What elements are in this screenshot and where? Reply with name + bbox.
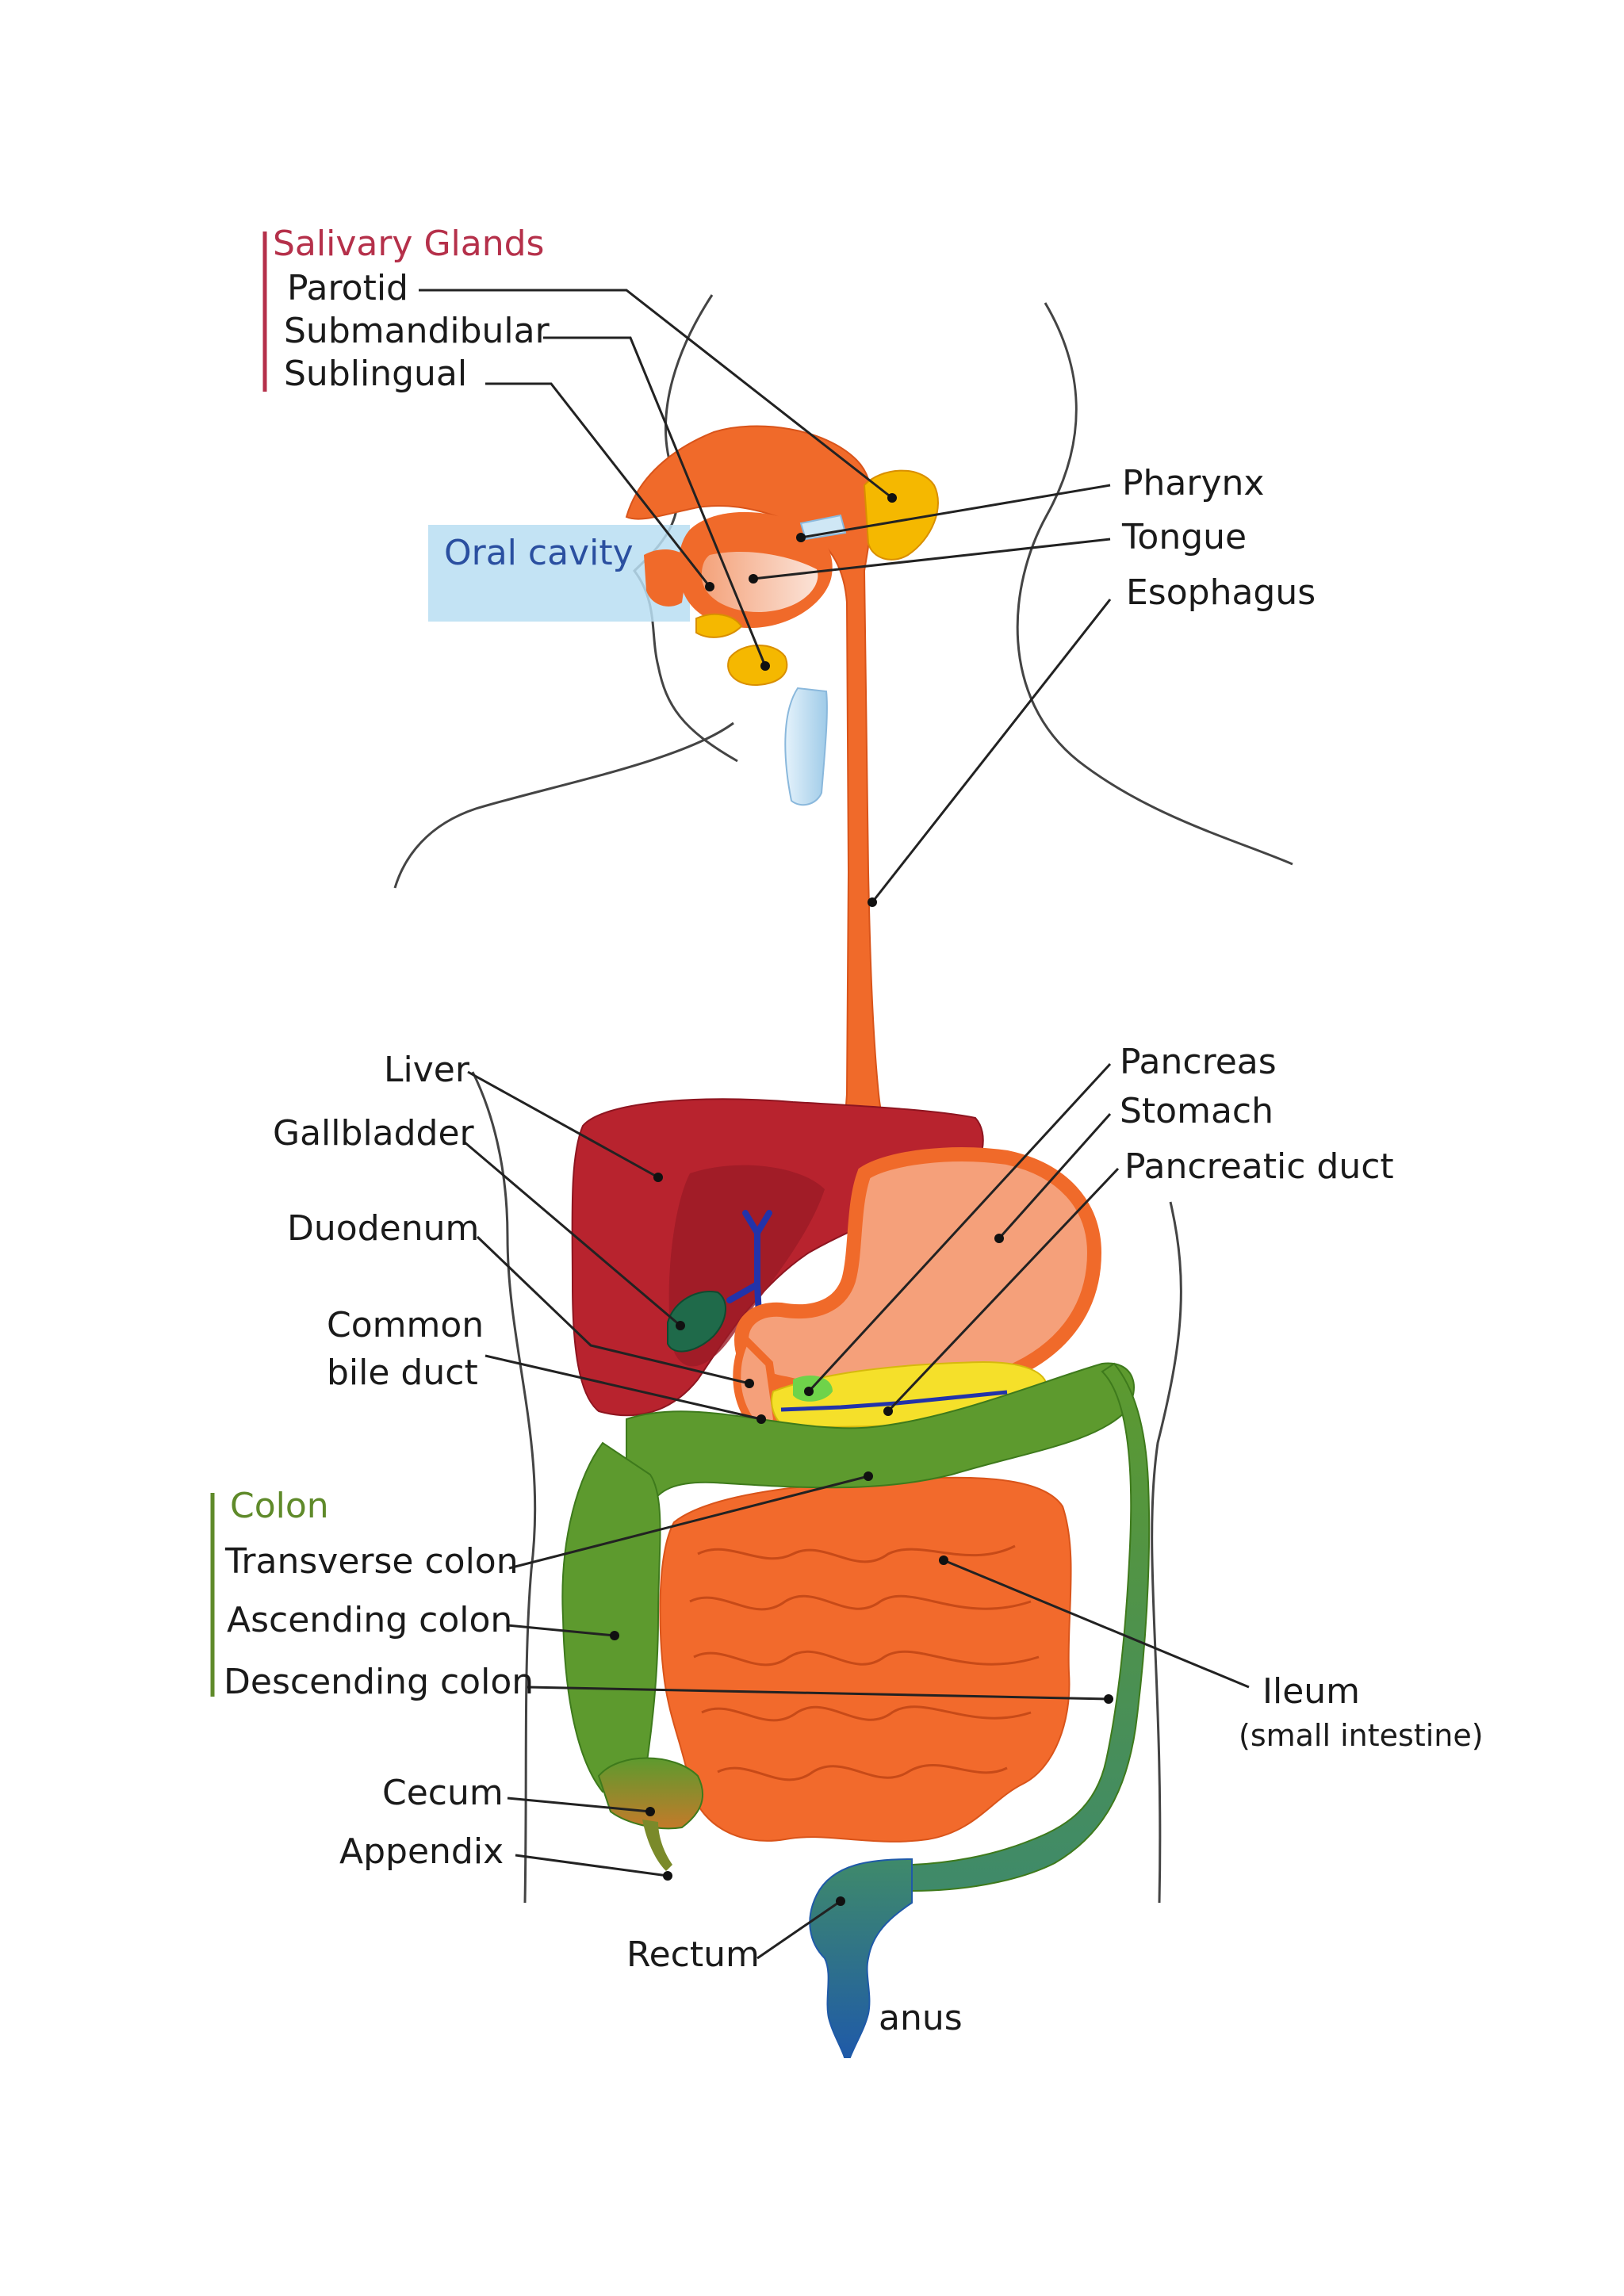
oral-cavity-label: Oral cavity — [444, 533, 634, 573]
salivary-glands — [727, 469, 939, 687]
leader-appendix — [515, 1854, 668, 1877]
leader-cecum — [507, 1797, 651, 1813]
leader-stomach — [998, 1113, 1112, 1239]
trachea-shape — [784, 687, 828, 806]
ascending-colon-shape — [561, 1441, 661, 1793]
leader-liver — [467, 1070, 659, 1179]
pharynx-label: Pharynx — [1122, 463, 1264, 503]
sublingual-label: Sublingual — [284, 354, 467, 394]
gallbladder-shape — [667, 1291, 727, 1353]
ileum-label: Ileum — [1262, 1671, 1360, 1712]
anus-label: anus — [879, 1998, 963, 2038]
lip-shape — [644, 549, 688, 607]
leader-transverse-colon — [508, 1475, 869, 1570]
stomach-label: Stomach — [1120, 1091, 1274, 1131]
small-intestine-shape — [659, 1476, 1072, 1843]
appendix-label: Appendix — [339, 1831, 504, 1872]
gallbladder-label: Gallbladder — [273, 1113, 475, 1154]
leader-esophagus — [871, 599, 1112, 903]
submandibular-gland-shape — [727, 645, 788, 687]
small-intestine-folds — [689, 1544, 1040, 1781]
pancreatic-duct-label: Pancreatic duct — [1124, 1146, 1394, 1187]
leader-pancreas — [807, 1062, 1112, 1393]
sublingual-gland-shape — [695, 613, 743, 638]
leader-parotid — [419, 289, 893, 499]
submandibular-label: Submandibular — [284, 311, 550, 351]
leader-lines — [419, 289, 1250, 1960]
tongue-shape — [701, 552, 818, 613]
leader-submandibular — [543, 336, 767, 667]
rectum-label: Rectum — [626, 1934, 760, 1975]
leader-ascending-colon — [507, 1624, 615, 1637]
transverse-colon-label: Transverse colon — [224, 1541, 519, 1582]
leader-pancreatic-duct — [887, 1167, 1120, 1413]
leader-common-bile-duct — [485, 1354, 762, 1421]
body-outline — [393, 294, 1293, 1904]
liver-label: Liver — [384, 1050, 470, 1090]
leader-duodenum — [476, 1235, 750, 1385]
cecum-shape — [597, 1757, 704, 1830]
leader-ileum — [943, 1559, 1250, 1689]
pharynx-shape — [799, 514, 847, 541]
parotid-label: Parotid — [287, 268, 408, 308]
duodenum-label: Duodenum — [287, 1208, 479, 1249]
leader-tongue — [753, 538, 1111, 580]
common-bile-duct-label-line2: bile duct — [327, 1353, 478, 1393]
cecum-label: Cecum — [382, 1773, 504, 1813]
leader-descending-colon — [527, 1686, 1109, 1701]
salivary-glands-title: Salivary Glands — [273, 224, 544, 264]
tongue-label: Tongue — [1121, 517, 1247, 557]
colon-shapes — [561, 1362, 1151, 1892]
colon-title: Colon — [230, 1486, 329, 1526]
descending-colon-label: Descending colon — [224, 1662, 534, 1702]
leader-rectum — [756, 1900, 841, 1960]
appendix-shape — [642, 1820, 672, 1871]
common-bile-duct-label-line1: Common — [327, 1305, 484, 1345]
parotid-gland-shape — [863, 469, 939, 561]
pancreas-label: Pancreas — [1120, 1042, 1277, 1082]
rectum-shape — [809, 1858, 913, 2058]
labels: Salivary Glands Parotid Submandibular Su… — [224, 224, 1484, 2038]
leader-sublingual — [485, 382, 711, 587]
ascending-colon-label: Ascending colon — [227, 1600, 512, 1640]
leader-pharynx — [800, 484, 1111, 539]
leader-gallbladder — [463, 1140, 681, 1327]
ileum-note-label: (small intestine) — [1239, 1718, 1484, 1753]
esophagus-label: Esophagus — [1126, 572, 1316, 613]
